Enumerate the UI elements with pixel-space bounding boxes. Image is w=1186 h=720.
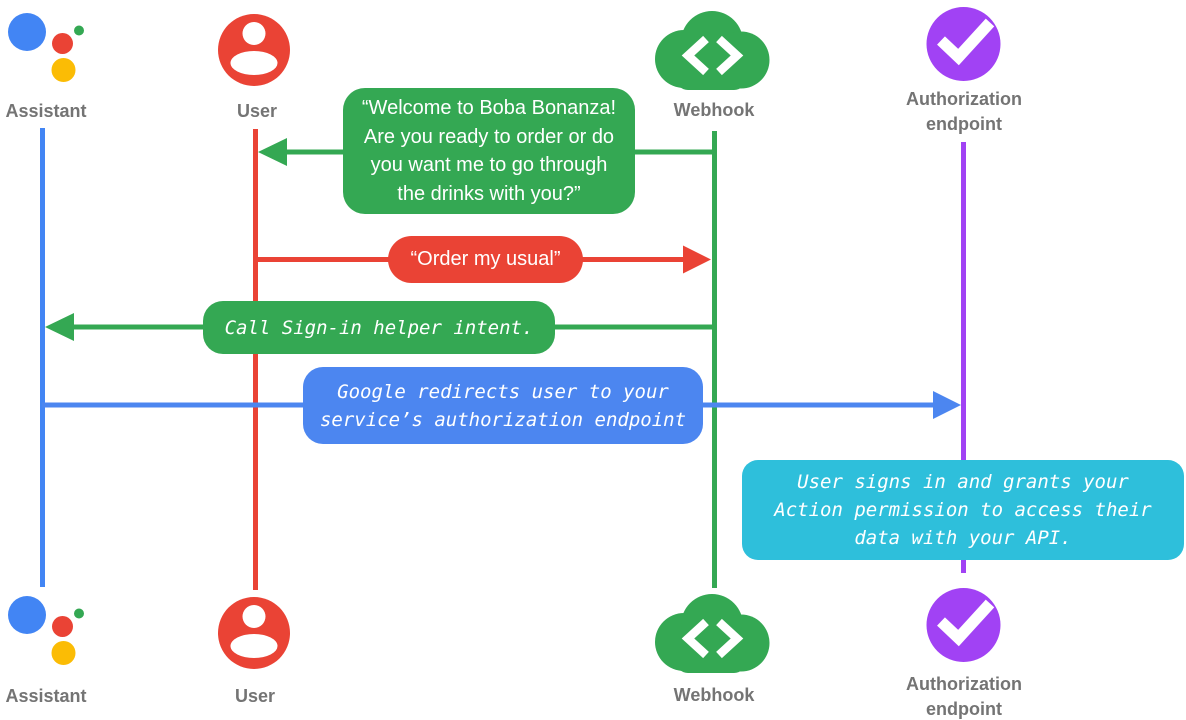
user-head bbox=[242, 605, 266, 628]
welcome-message-bubble: “Welcome to Boba Bonanza! Are you ready … bbox=[343, 88, 635, 214]
code-bracket-left-icon bbox=[681, 35, 709, 76]
webhook-label-bottom: Webhook bbox=[673, 685, 755, 705]
webhook-cloud-base bbox=[676, 643, 746, 673]
code-bracket-left-icon bbox=[681, 618, 709, 659]
google-assistant-logo-icon-top bbox=[8, 13, 84, 82]
user-person-circle-icon-top bbox=[218, 14, 290, 86]
user-head bbox=[242, 22, 266, 45]
code-bracket-right-icon bbox=[716, 35, 744, 76]
google-assistant-logo-icon-bottom bbox=[8, 596, 84, 665]
authorization-label-line1: Authorization bbox=[906, 674, 1022, 694]
assistant-yellow-circle bbox=[51, 58, 76, 82]
cloud-code-brackets-icon-top bbox=[655, 11, 770, 90]
order-message-bubble: “Order my usual” bbox=[388, 236, 583, 283]
user-label-bottom: User bbox=[234, 686, 276, 706]
assistant-green-dot bbox=[74, 608, 84, 619]
assistant-blue-circle bbox=[8, 596, 46, 634]
order-arrowhead-right bbox=[683, 245, 711, 274]
check-circle-icon-bottom bbox=[926, 588, 1001, 662]
bottom-actor-icons bbox=[8, 588, 1001, 673]
assistant-red-circle bbox=[52, 33, 73, 54]
user-shoulders bbox=[230, 51, 278, 75]
signin-intent-message-bubble: Call Sign-in helper intent. bbox=[203, 301, 555, 354]
user-shoulders bbox=[230, 634, 278, 658]
check-circle-icon-top bbox=[926, 7, 1001, 81]
checkmark-icon bbox=[937, 18, 995, 66]
assistant-blue-circle bbox=[8, 13, 46, 51]
authorization-label-line1: Authorization bbox=[906, 89, 1022, 109]
signin-arrowhead-left bbox=[45, 313, 74, 341]
authorization-label-line2: endpoint bbox=[926, 699, 1002, 719]
assistant-yellow-circle bbox=[51, 641, 76, 665]
assistant-green-dot bbox=[74, 25, 84, 36]
welcome-arrowhead-left bbox=[258, 138, 287, 166]
assistant-label-bottom: Assistant bbox=[5, 686, 87, 706]
webhook-label-top: Webhook bbox=[673, 100, 755, 120]
user-signin-note-bubble: User signs in and grants your Action per… bbox=[742, 460, 1184, 560]
authorization-endpoint-label-top: Authorization endpoint bbox=[906, 87, 1022, 137]
redirect-message-bubble: Google redirects user to your service’s … bbox=[303, 367, 703, 444]
webhook-cloud-base bbox=[676, 60, 746, 90]
checkmark-icon bbox=[937, 599, 995, 647]
user-person-circle-icon-bottom bbox=[218, 597, 290, 669]
assistant-red-circle bbox=[52, 616, 73, 637]
code-bracket-right-icon bbox=[716, 618, 744, 659]
authorization-endpoint-label-bottom: Authorization endpoint bbox=[906, 672, 1022, 720]
user-label-top: User bbox=[236, 101, 278, 121]
redirect-arrowhead-right bbox=[933, 391, 961, 419]
cloud-code-brackets-icon-bottom bbox=[655, 594, 770, 673]
authorization-label-line2: endpoint bbox=[926, 114, 1002, 134]
assistant-label-top: Assistant bbox=[5, 101, 87, 121]
